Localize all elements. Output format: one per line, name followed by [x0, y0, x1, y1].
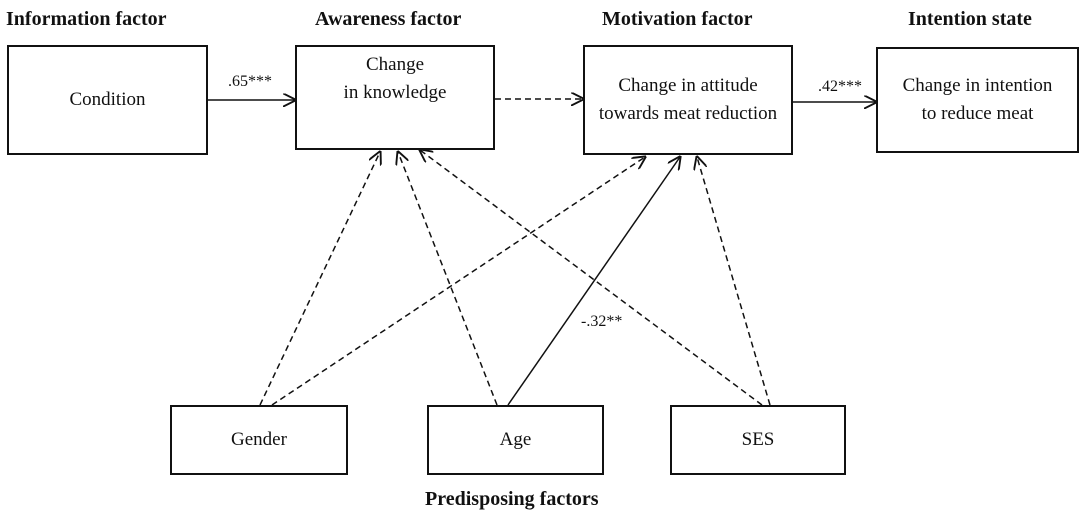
node-age: Age: [427, 405, 604, 475]
node-knowledge-line-2: in knowledge: [343, 81, 447, 103]
coef-condition-knowledge: .65***: [228, 73, 272, 90]
heading-information-factor: Information factor: [6, 8, 167, 30]
node-attitude-line-2: towards meat reduction: [598, 103, 778, 124]
node-attitude-line-1: Change in attitude: [618, 75, 758, 97]
node-intention-line-1: Change in intention: [902, 75, 1053, 97]
heading-awareness-factor: Awareness factor: [315, 8, 462, 30]
edge-gender-to-knowledge: [259, 152, 380, 406]
heading-motivation-factor: Motivation factor: [602, 8, 753, 30]
node-intention-line-2: to reduce meat: [921, 103, 1034, 124]
coef-attitude-intention: .42***: [818, 78, 862, 95]
edge-gender-to-attitude: [271, 157, 645, 406]
edge-ses-to-attitude: [697, 157, 771, 406]
node-gender: Gender: [170, 405, 348, 475]
heading-intention-state: Intention state: [908, 8, 1032, 30]
edge-ses-to-knowledge: [420, 150, 763, 406]
coef-age-attitude: -.32**: [581, 313, 623, 330]
node-change-in-intention: Change in intention to reduce meat: [876, 47, 1079, 153]
node-change-in-knowledge: Change in knowledge: [295, 45, 495, 150]
edge-age-to-knowledge: [398, 152, 498, 406]
node-knowledge-line-1: Change: [365, 54, 425, 75]
node-change-in-attitude: Change in attitude towards meat reductio…: [583, 45, 793, 155]
node-age-label: Age: [499, 429, 532, 451]
node-ses-label: SES: [741, 429, 775, 451]
footer-predisposing-factors: Predisposing factors: [425, 488, 599, 510]
node-condition: Condition: [7, 45, 208, 155]
edge-age-to-attitude: [507, 157, 680, 406]
node-gender-label: Gender: [231, 429, 287, 451]
node-ses: SES: [670, 405, 846, 475]
node-condition-label: Condition: [69, 89, 146, 111]
